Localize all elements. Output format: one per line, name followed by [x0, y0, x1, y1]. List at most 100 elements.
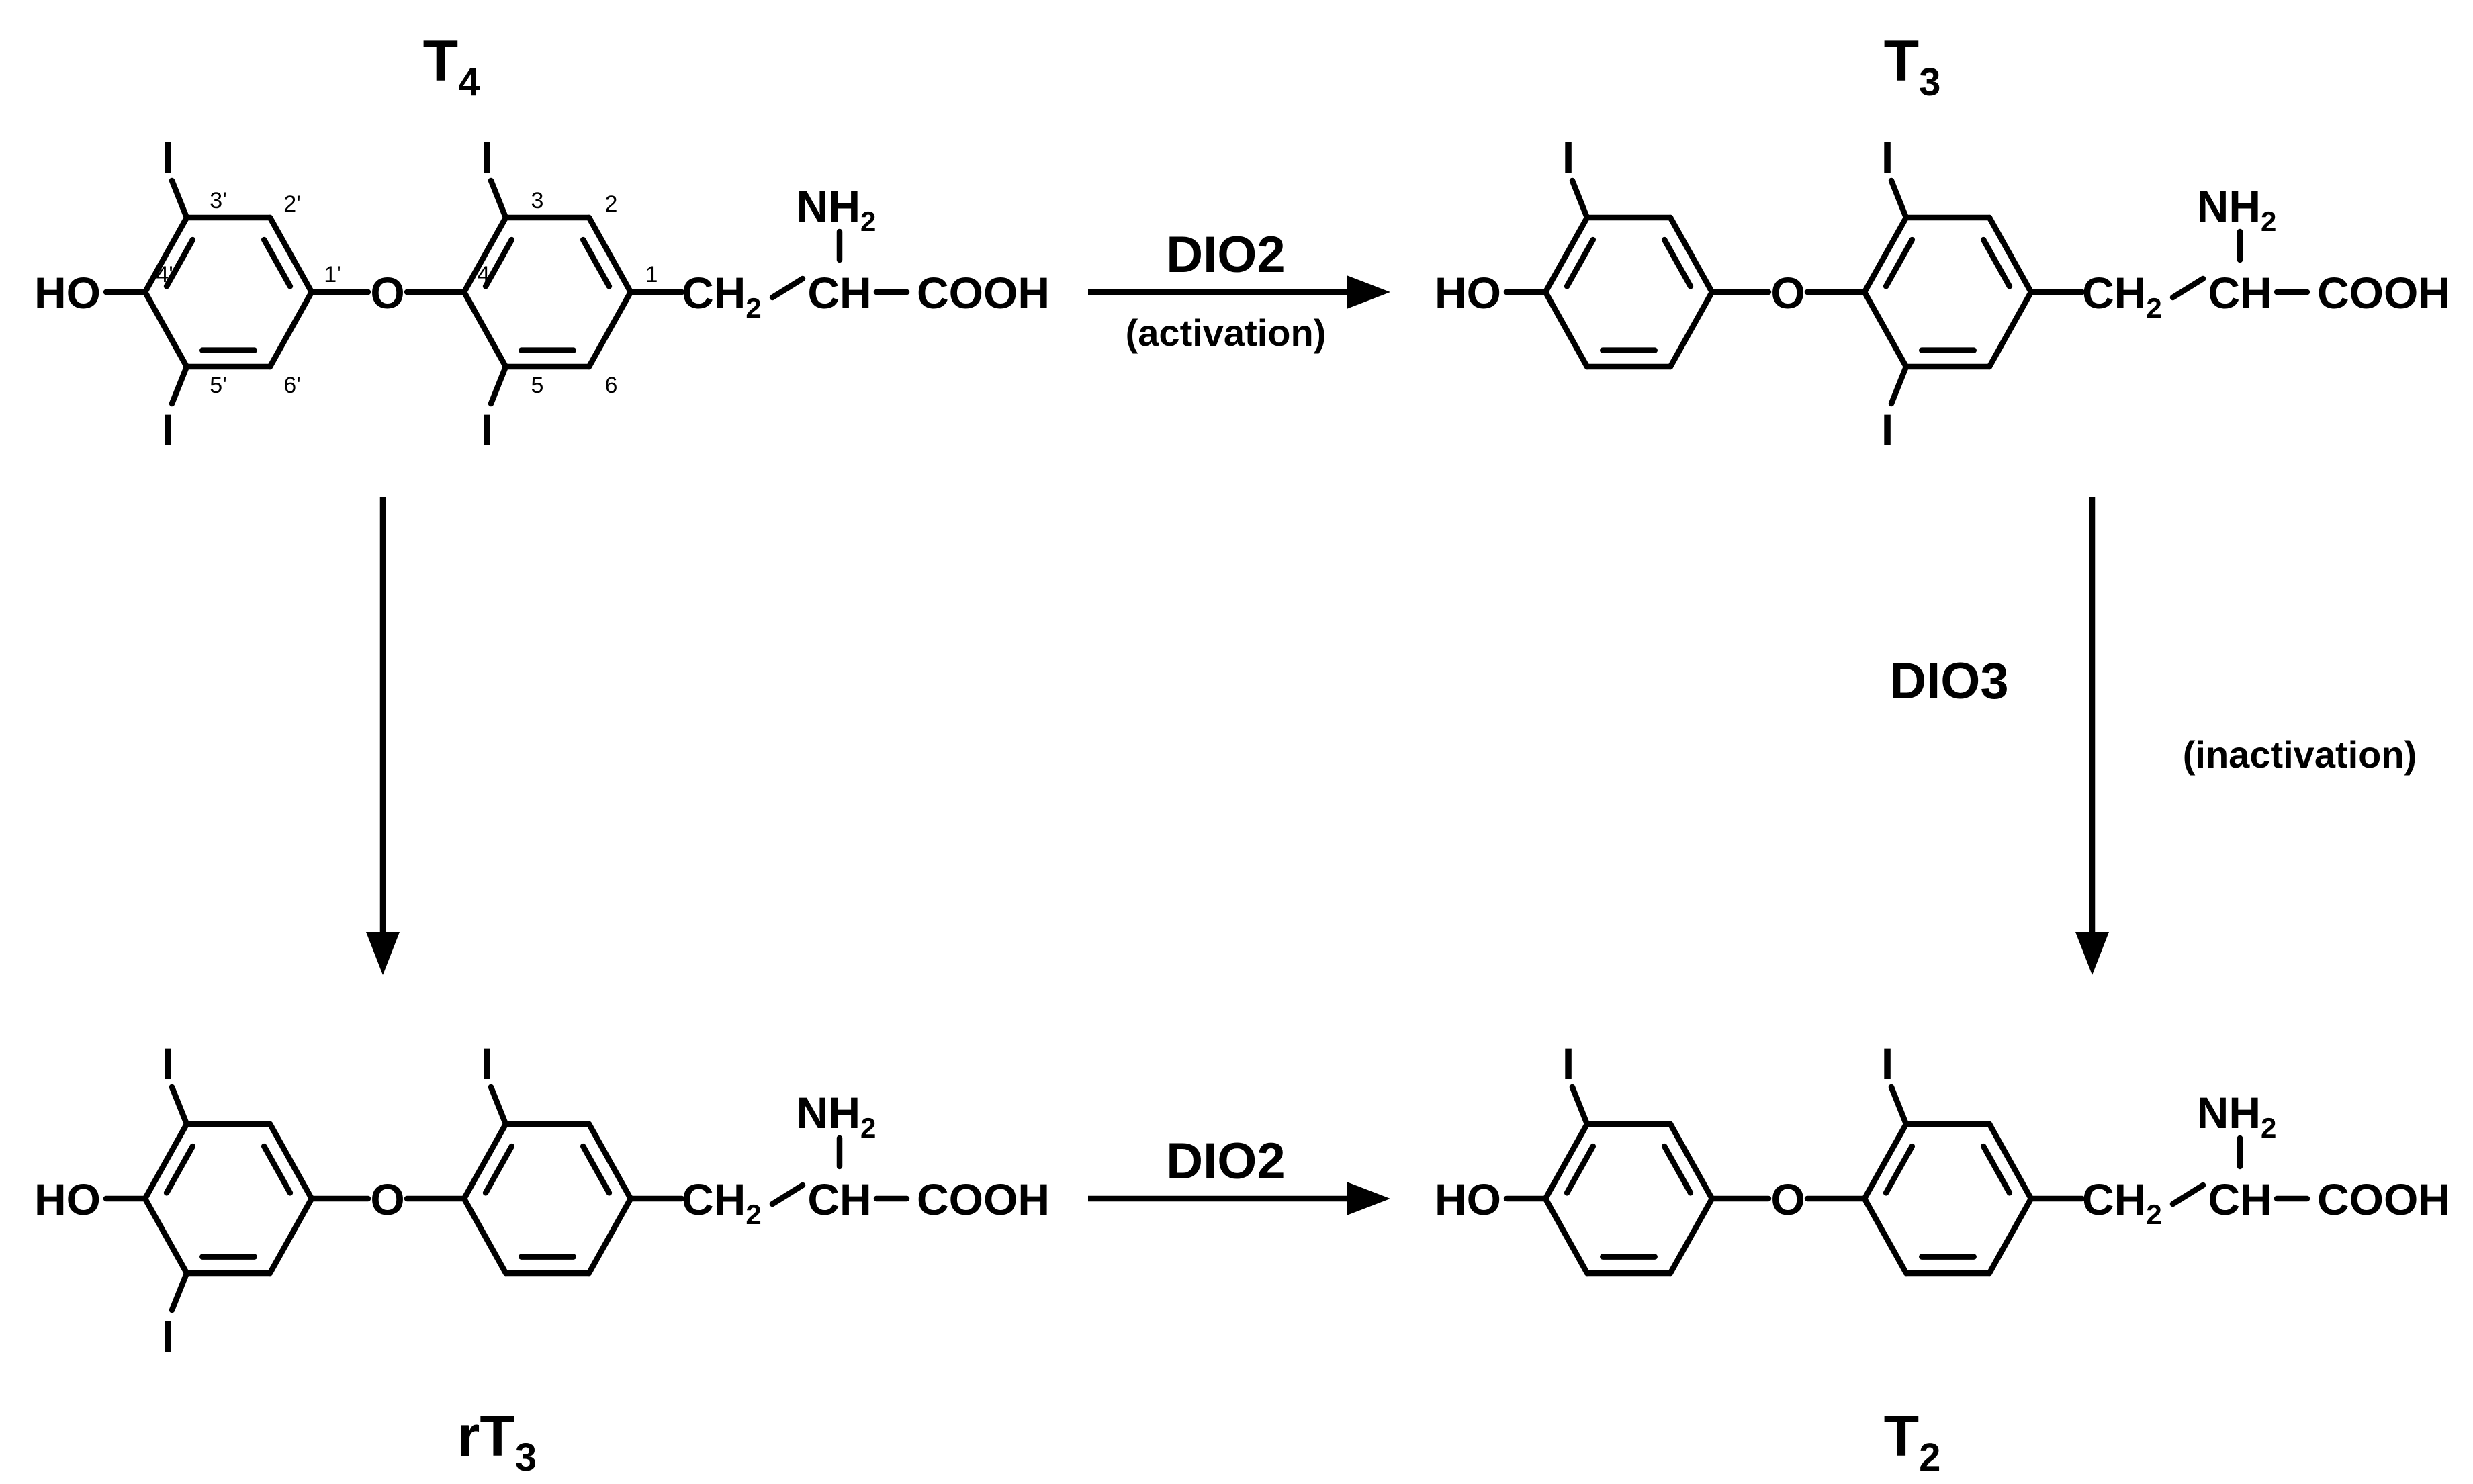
- carboxyl-label: COOH: [2317, 1174, 2450, 1224]
- iodine-label: I: [481, 1039, 493, 1088]
- methine-label: CH: [807, 268, 871, 318]
- enzyme-label-dio2: DIO2: [1166, 1133, 1285, 1190]
- outer-ring-bond: [142, 289, 190, 370]
- inner-ring-bond: [586, 1195, 634, 1277]
- reaction-arrow-rt3-to-t2: DIO2: [1088, 1133, 1390, 1215]
- inner-ring-bond: [586, 1121, 634, 1202]
- amine-label: NH2: [797, 1088, 876, 1144]
- outer-ring-bond: [1667, 214, 1715, 295]
- methylene-label: CH2: [682, 268, 762, 324]
- iodine-label: I: [481, 132, 493, 182]
- carboxyl-label: COOH: [917, 1174, 1050, 1224]
- iodine-bond: [1888, 363, 1909, 407]
- position-number: 5: [531, 373, 544, 398]
- outer-ring-double-bond: [261, 1143, 294, 1196]
- outer-ring-double-bond: [261, 236, 294, 289]
- methylene-label: CH2: [682, 1174, 762, 1230]
- outer-ring-bond: [142, 1195, 190, 1277]
- compound-label-t3: T3: [1884, 29, 1941, 104]
- iodine-label: I: [1881, 1039, 1893, 1088]
- iodine-label: I: [1562, 1039, 1574, 1088]
- inner-ring-bond: [461, 214, 509, 295]
- outer-ring-bond: [267, 1195, 315, 1277]
- position-number: 6: [605, 373, 618, 398]
- hydroxyl-label: HO: [34, 268, 101, 318]
- position-number: 4': [156, 262, 173, 287]
- inner-ring-bond: [586, 214, 634, 295]
- side-chain-bond: [769, 275, 806, 301]
- inner-ring-double-bond: [580, 1143, 613, 1196]
- inner-ring-bond: [1861, 214, 1909, 295]
- methine-label: CH: [2208, 1174, 2272, 1224]
- inner-ring-bond: [461, 1195, 509, 1277]
- iodine-label: I: [1562, 132, 1574, 182]
- outer-ring-bond: [1667, 1121, 1715, 1202]
- outer-ring-bond: [1667, 289, 1715, 370]
- outer-ring-bond: [1667, 1195, 1715, 1277]
- side-chain-bond: [2169, 1182, 2206, 1207]
- iodine-label: I: [162, 1039, 174, 1088]
- position-number: 3': [210, 188, 226, 214]
- inner-ring-bond: [1986, 1195, 2034, 1277]
- outer-ring-bond: [1542, 1121, 1590, 1202]
- arrow-head: [1347, 275, 1390, 309]
- reaction-note-inactivation: (inactivation): [2183, 733, 2417, 776]
- methine-label: CH: [807, 1174, 871, 1224]
- compound-label-t4: T4: [423, 29, 480, 104]
- iodine-bond: [169, 363, 190, 407]
- outer-ring-double-bond: [163, 236, 196, 289]
- position-number: 2': [283, 191, 300, 217]
- ether-oxygen-label: O: [370, 1174, 404, 1224]
- outer-ring-bond: [142, 214, 190, 295]
- outer-ring-double-bond: [1661, 236, 1694, 289]
- amine-label: NH2: [797, 181, 876, 237]
- iodine-label: I: [162, 132, 174, 182]
- iodine-bond: [488, 1084, 509, 1127]
- position-number: 5': [210, 373, 226, 398]
- carboxyl-label: COOH: [2317, 268, 2450, 318]
- methylene-label: CH2: [2082, 268, 2162, 324]
- outer-ring-bond: [1542, 1195, 1590, 1277]
- inner-ring-bond: [461, 289, 509, 370]
- position-number: 6': [283, 373, 300, 398]
- amine-label: NH2: [2197, 181, 2277, 237]
- inner-ring-double-bond: [1980, 1143, 2013, 1196]
- hydroxyl-label: HO: [34, 1174, 101, 1224]
- compound-label-t2: T2: [1884, 1404, 1941, 1479]
- inner-ring-bond: [1986, 1121, 2034, 1202]
- inner-ring-bond: [586, 289, 634, 370]
- outer-ring-bond: [267, 289, 315, 370]
- iodine-bond: [169, 1084, 190, 1127]
- ether-oxygen-label: O: [1770, 1174, 1805, 1224]
- ether-oxygen-label: O: [1770, 268, 1805, 318]
- inner-ring-double-bond: [482, 236, 515, 289]
- reaction-arrow-t4-to-rt3: [366, 497, 400, 975]
- carboxyl-label: COOH: [917, 268, 1050, 318]
- outer-ring-bond: [142, 1121, 190, 1202]
- iodine-label: I: [162, 1311, 174, 1361]
- hydroxyl-label: HO: [1435, 268, 1501, 318]
- enzyme-label-dio2-activation: DIO2: [1166, 226, 1285, 283]
- outer-ring-double-bond: [1564, 236, 1597, 289]
- inner-ring-bond: [461, 1121, 509, 1202]
- inner-ring-bond: [1861, 1121, 1909, 1202]
- iodine-label: I: [1881, 405, 1893, 455]
- compound-label-rt3: rT3: [457, 1404, 537, 1479]
- iodine-bond: [1569, 1084, 1590, 1127]
- methylene-label: CH2: [2082, 1174, 2162, 1230]
- inner-ring-double-bond: [1883, 236, 1916, 289]
- iodine-bond: [1888, 1084, 1909, 1127]
- reaction-arrow-t3-to-t2: DIO3 (inactivation): [1889, 497, 2417, 975]
- arrow-head: [1347, 1182, 1390, 1215]
- iodine-label: I: [1881, 132, 1893, 182]
- hydroxyl-label: HO: [1435, 1174, 1501, 1224]
- iodine-bond: [169, 1270, 190, 1313]
- position-number: 2: [605, 191, 618, 217]
- position-number: 1: [645, 262, 658, 287]
